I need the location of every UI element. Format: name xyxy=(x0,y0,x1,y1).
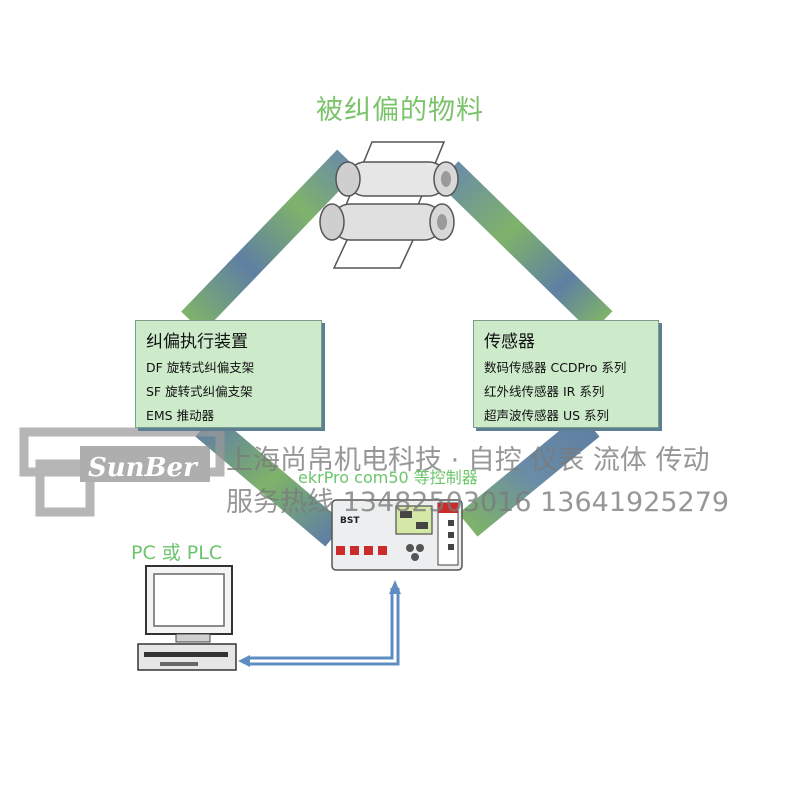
sensor-item: 超声波传感器 US 系列 xyxy=(484,408,610,423)
pc-label: PC 或 PLC xyxy=(131,542,223,564)
actuator-heading: 纠偏执行装置 xyxy=(146,332,248,352)
sensor-item: 数码传感器 CCDPro 系列 xyxy=(484,360,627,375)
loop-segment-lower-left xyxy=(195,413,345,547)
sensor-item: 红外线传感器 IR 系列 xyxy=(484,384,605,399)
watermark-hotline-line: 服务热线 13482503016 13641925279 xyxy=(226,487,730,518)
controller-device: BST xyxy=(331,499,463,571)
sensor-heading: 传感器 xyxy=(484,332,535,352)
actuator-item: EMS 推动器 xyxy=(146,408,215,423)
material-label: 被纠偏的物料 xyxy=(316,95,484,126)
pc-illustration xyxy=(137,565,237,671)
controller-caption: ekrPro com50 等控制器 xyxy=(298,468,478,487)
loop-segment-upper-left xyxy=(181,149,359,333)
actuator-box: 纠偏执行装置 DF 旋转式纠偏支架 SF 旋转式纠偏支架 EMS 推动器 xyxy=(135,320,322,428)
actuator-item: SF 旋转式纠偏支架 xyxy=(146,384,253,399)
sunber-logo-text: SunBer xyxy=(88,453,199,483)
loop-segment-lower-right xyxy=(458,413,600,537)
actuator-item: DF 旋转式纠偏支架 xyxy=(146,360,255,375)
controller-pc-connector xyxy=(238,580,401,667)
controller-brand-text: BST xyxy=(340,516,360,526)
sunber-logo-watermark: SunBer xyxy=(19,427,225,517)
loop-segment-upper-right xyxy=(437,161,613,333)
watermark-company-line: 上海尚帛机电科技 · 自控 仪表 流体 传动 xyxy=(226,445,710,476)
web-rollers-illustration xyxy=(319,141,459,269)
sensor-box: 传感器 数码传感器 CCDPro 系列 红外线传感器 IR 系列 超声波传感器 … xyxy=(473,320,659,428)
